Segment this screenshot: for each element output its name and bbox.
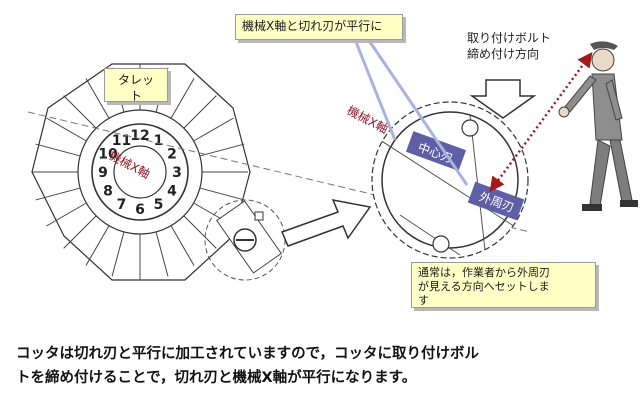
turret-station-number: 6 — [135, 202, 145, 218]
turret-station-divider — [183, 215, 217, 249]
turret-station-number: 12 — [130, 128, 149, 144]
turret-station-divider — [85, 78, 110, 119]
turret-station-divider — [63, 215, 97, 249]
turret-number-ring-inner — [113, 145, 167, 199]
turret-station-number: 2 — [167, 147, 177, 163]
turret-station-divider — [46, 202, 87, 227]
turret-station-divider — [35, 187, 81, 201]
setup-note-callout: 通常は，作業者から外周刃 が見える方向へセットしま す — [411, 262, 596, 308]
turret-station-divider — [155, 231, 169, 277]
turret-station-divider — [183, 95, 217, 129]
turret-station-number: 4 — [167, 184, 177, 200]
turret-station-divider — [199, 187, 245, 201]
turret-station-number: 8 — [103, 184, 113, 200]
caption-line-1: コッタは切れ刃と平行に加工されていますので，コッタに取り付けボル — [16, 346, 479, 362]
turret-callout-line-2: ト — [129, 89, 142, 103]
turret-station-divider — [170, 225, 195, 266]
turret-station-divider — [199, 143, 245, 157]
turret-station-divider — [46, 117, 87, 142]
setup-note-line-3: す — [418, 294, 429, 307]
mount-direction-line-2: 締め付け方向 — [467, 47, 540, 61]
turret-station-divider — [63, 95, 97, 129]
turret-station-number: 7 — [117, 197, 127, 213]
turret-station-number: 9 — [98, 165, 108, 181]
zoom-view: 中心刃 外周刃 機械X軸 — [345, 101, 529, 259]
turret-station-divider — [85, 225, 110, 266]
setup-note-line-1: 通常は，作業者から外周刃 — [418, 266, 550, 279]
bolt-tightening-arrow — [489, 51, 593, 193]
parallel-callout-text: 機械X軸と切れ刃が平行に — [242, 19, 383, 33]
turret-station-number: 11 — [112, 133, 131, 149]
turret-station-divider — [35, 143, 81, 157]
turret-station-number: 1 — [154, 133, 164, 149]
turret-callout: タレッ ト — [104, 68, 168, 103]
turret-station-divider — [111, 231, 125, 277]
turret-callout-line-1: タレッ — [117, 73, 154, 87]
turret-station-number: 5 — [154, 197, 164, 213]
mount-direction-label: 取り付けボルト 締め付け方向 — [467, 30, 551, 62]
parallel-pointer-1 — [354, 41, 397, 141]
turret-station-divider — [170, 78, 195, 119]
turret-station-number: 10 — [98, 147, 118, 163]
worker-figure — [558, 41, 638, 211]
mount-direction-line-1: 取り付けボルト — [467, 31, 552, 45]
turret-station-number: 3 — [172, 165, 182, 181]
caption-line-2: トを締め付けることで，切れ刃と機械X軸が平行になります。 — [16, 370, 417, 386]
turret-station-divider — [193, 117, 234, 142]
parallel-pointer-2 — [368, 41, 469, 186]
setup-note-line-2: が見える方向へセットしま — [418, 280, 550, 293]
zoom-arrow — [280, 199, 372, 247]
machine-x-axis-label-right: 機械X軸 — [345, 102, 391, 136]
parallel-callout: 機械X軸と切れ刃が平行に — [235, 14, 403, 40]
